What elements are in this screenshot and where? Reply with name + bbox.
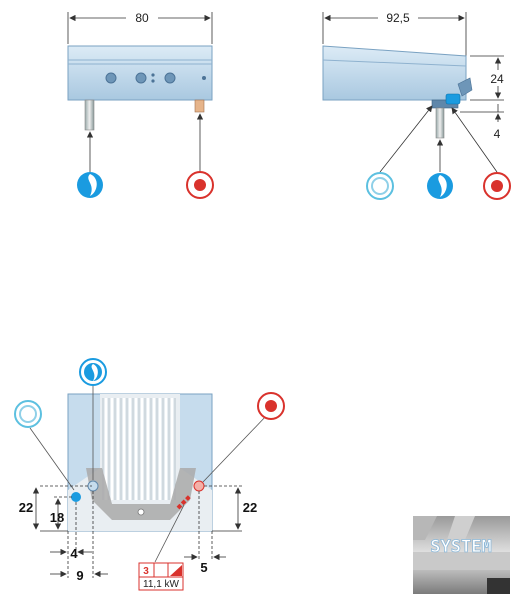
side-depth-label: 92,5 xyxy=(386,11,410,25)
cold-water-icon xyxy=(79,358,107,386)
plan-offset-c-label: 5 xyxy=(200,560,207,575)
cold-water-icon xyxy=(77,172,103,198)
drain-icon xyxy=(366,172,394,200)
plan-hot-water-connection xyxy=(193,480,205,492)
system-logo: SYSTEM xyxy=(413,516,510,594)
side-offset-label: 4 xyxy=(494,127,501,141)
hot-water-icon xyxy=(483,172,511,200)
knob-2 xyxy=(135,72,147,84)
plan-cold-water-connection xyxy=(87,480,99,492)
fryer-body-side xyxy=(322,45,467,101)
knob-1 xyxy=(105,72,117,84)
side-water-pipe xyxy=(435,107,445,139)
electric-power-label: 11,1 kW xyxy=(143,579,179,590)
indicator-light xyxy=(202,76,206,80)
knob-3 xyxy=(164,72,176,84)
side-height-label: 24 xyxy=(490,72,504,86)
plan-drain-connection xyxy=(71,492,81,502)
front-view: 80 xyxy=(67,11,214,199)
cold-water-icon xyxy=(427,173,453,199)
cold-water-pipe xyxy=(84,99,95,131)
hot-water-pipe xyxy=(194,99,205,113)
hot-water-icon xyxy=(257,392,285,420)
plan-left-height-label: 22 xyxy=(19,500,33,515)
fryer-basin xyxy=(86,468,196,520)
front-width-label: 80 xyxy=(135,11,149,25)
electric-phase-label: 3 xyxy=(143,566,149,577)
plan-view: 22 18 22 4 9 5 3 11,1 kW xyxy=(14,358,285,591)
drain-icon xyxy=(14,400,42,428)
side-handle xyxy=(457,77,473,97)
side-view: 92,5 24 4 xyxy=(322,11,511,200)
hot-water-icon xyxy=(186,171,214,199)
plan-electric-entry xyxy=(176,494,192,510)
electric-connection-box: 3 11,1 kW xyxy=(138,562,184,591)
plan-offset-b-label: 9 xyxy=(76,568,83,583)
plan-right-height-label: 22 xyxy=(243,500,257,515)
logo-text: SYSTEM xyxy=(430,537,491,557)
plan-offset-a-label: 4 xyxy=(70,546,78,561)
plan-left-inner-label: 18 xyxy=(50,510,64,525)
